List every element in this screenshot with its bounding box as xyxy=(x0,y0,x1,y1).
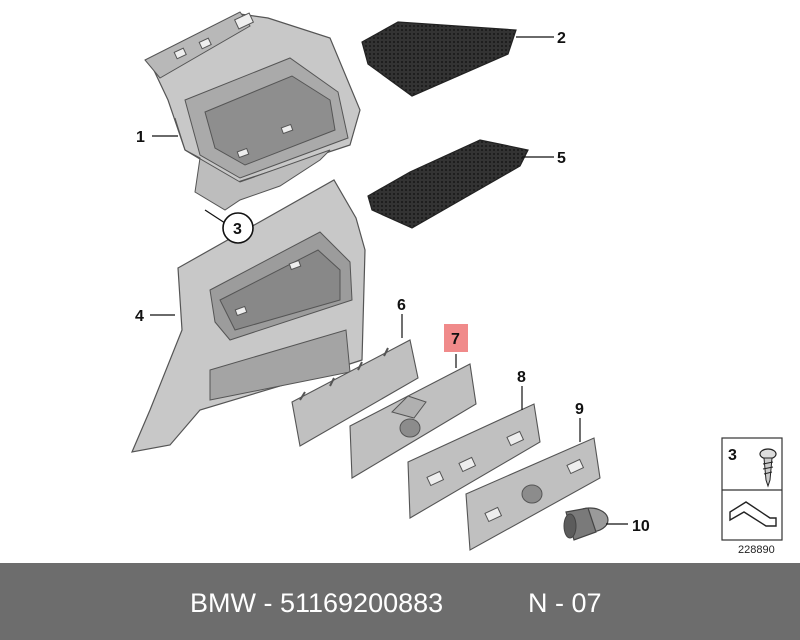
callout-10: 10 xyxy=(632,518,650,535)
part-6-panel xyxy=(291,339,419,447)
callout-3-circle xyxy=(222,212,254,244)
part-9-panel xyxy=(465,437,601,551)
callout-9: 9 xyxy=(575,401,584,418)
part-5-lower-mat xyxy=(367,139,529,229)
callout-3: 3 xyxy=(233,221,242,238)
callout-7-highlight xyxy=(444,324,468,352)
callout-labels: 1 2 3 4 5 6 7 8 9 10 xyxy=(135,30,650,535)
exploded-view: 1 2 3 4 5 6 7 8 9 10 3 228890 xyxy=(131,11,783,556)
bracket-icon xyxy=(729,501,777,527)
part-10-cap xyxy=(563,507,609,541)
screw-icon xyxy=(759,448,777,488)
footer-page-code: N - 07 xyxy=(528,588,602,618)
part-1-upper-tray xyxy=(144,11,361,211)
callout-8: 8 xyxy=(517,369,526,386)
footer-part-number: BMW - 51169200883 xyxy=(190,588,444,618)
callout-1: 1 xyxy=(136,129,145,146)
part-8-panel xyxy=(407,403,541,519)
legend-item-number: 3 xyxy=(728,447,737,464)
callout-7: 7 xyxy=(451,331,460,348)
callout-5: 5 xyxy=(557,150,566,167)
callout-2: 2 xyxy=(557,30,566,47)
callout-4: 4 xyxy=(135,308,144,325)
part-4-console-trim xyxy=(131,179,366,453)
part-2-upper-mat xyxy=(361,21,517,97)
part-7-panel xyxy=(349,363,477,479)
callout-6: 6 xyxy=(397,297,406,314)
reference-number: 228890 xyxy=(738,544,775,556)
legend-box: 3 228890 xyxy=(721,437,783,556)
footer-bar: BMW - 51169200883 N - 07 xyxy=(0,563,800,640)
